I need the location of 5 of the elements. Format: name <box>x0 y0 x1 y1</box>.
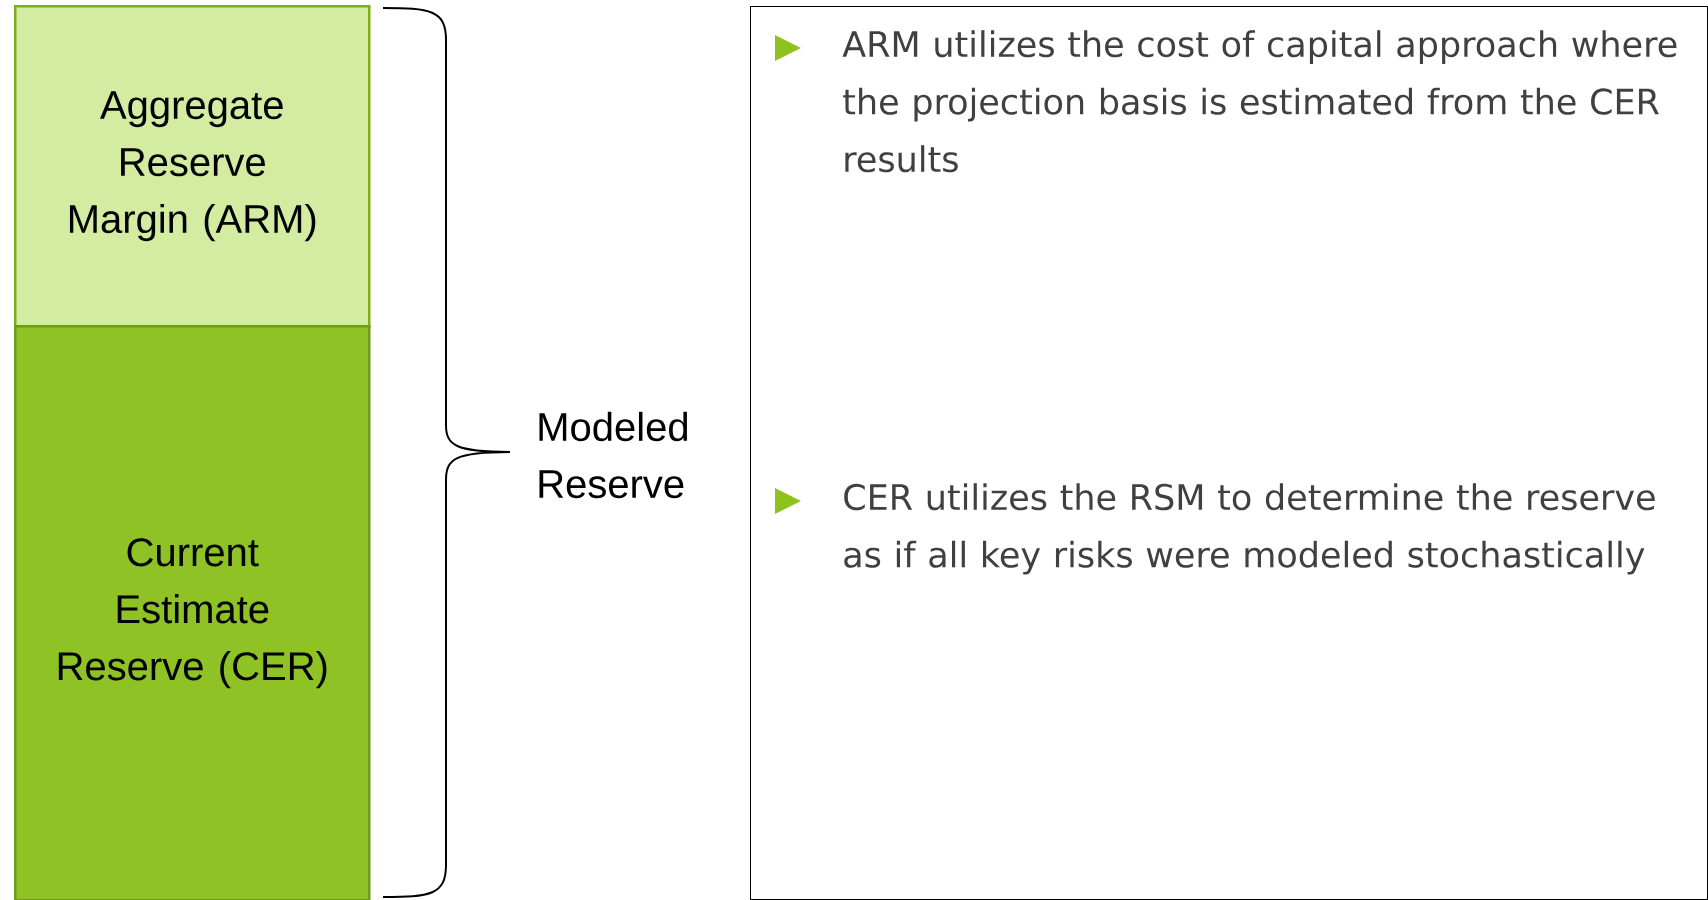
brace-label: Modeled Reserve <box>539 411 688 499</box>
reserve-block: Aggregate Reserve Margin (ARM) <box>14 5 371 328</box>
bullet-text: CER utilizes the RSM to determine the reserve as if all key risks were modeled stochastically <box>844 483 1655 575</box>
reserve-block: Current Estimate Reserve (CER) <box>14 325 371 900</box>
bullet-text: ARM utilizes the cost of capital approach where the projection basis is estimated from the CER results <box>842 30 1677 173</box>
